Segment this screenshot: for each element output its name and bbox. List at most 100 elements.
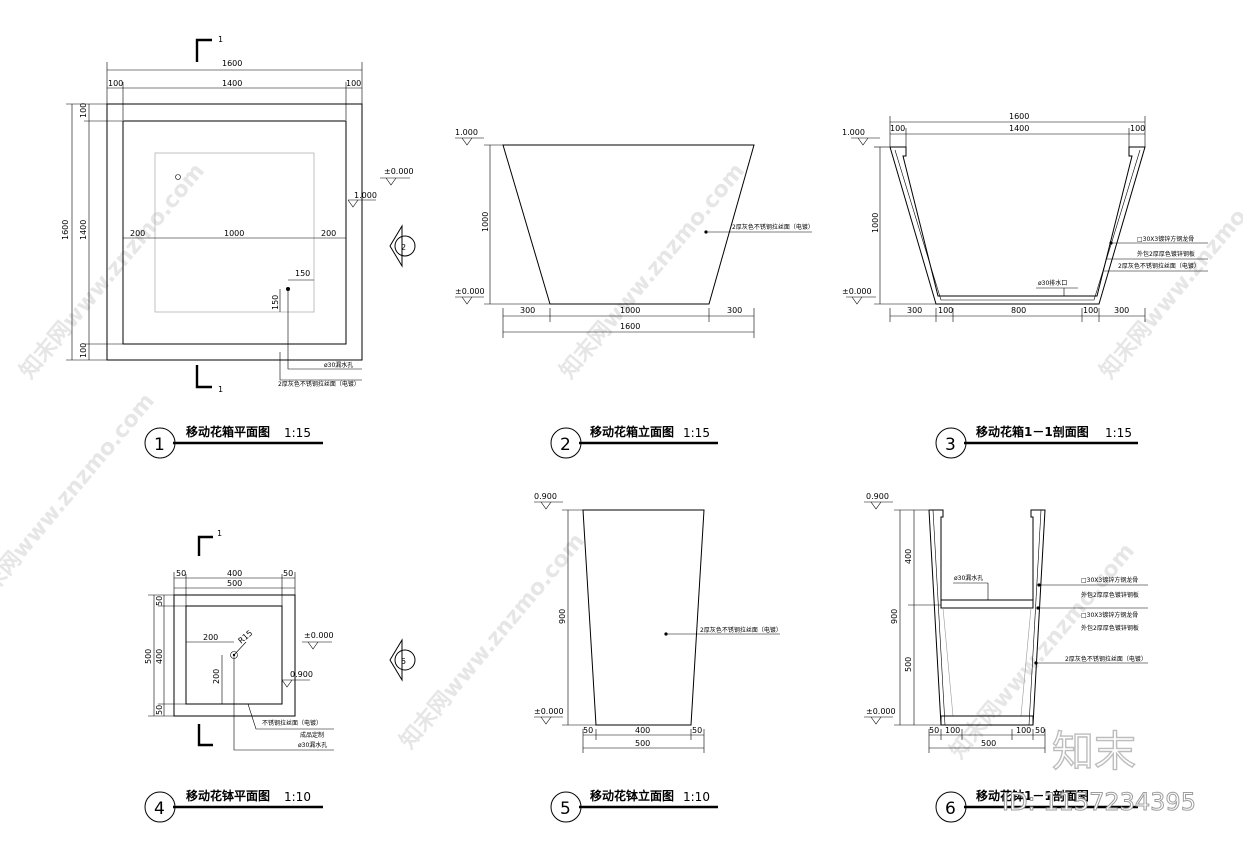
dim-mid: 800 [1011, 306, 1026, 315]
brand-name: 知末 [1052, 727, 1136, 776]
section-mark-label: 1 [218, 385, 223, 394]
pot-section [928, 509, 1046, 726]
dim-inner: 400 [635, 726, 650, 735]
dim-edge: 50 [692, 726, 702, 735]
dim-mid: 1000 [620, 306, 640, 315]
note-material: 2厚灰色不锈钢拉丝面（电镀） [1118, 262, 1200, 270]
level-ground: ±0.000 [866, 707, 896, 716]
dim-edge: 50 [583, 726, 593, 735]
section-mark [197, 724, 213, 747]
pot-outline [173, 594, 296, 717]
dim-edge: 100 [346, 79, 361, 88]
watermark: 知末网www.znzmo.com [15, 158, 210, 384]
dim-side: 300 [520, 306, 535, 315]
pot-base [940, 715, 1034, 726]
level-ground: ±0.000 [455, 287, 485, 296]
dim-edge: 100 [108, 79, 123, 88]
drawing-2-elevation: 1.000 ±0.000 1000 300 1000 300 1600 2厚灰色… [455, 128, 814, 459]
dim-total: 500 [144, 649, 153, 664]
dim-height: 1000 [871, 213, 880, 233]
planter-base [154, 152, 315, 313]
drawing-number: 2 [560, 435, 571, 455]
drawing-scale: 1:15 [1105, 426, 1132, 440]
dim-height: 1000 [481, 212, 490, 232]
drawing-title: 移动花钵立面图 [590, 788, 674, 803]
dim-inset: 100 [1016, 726, 1031, 735]
drawing-1-plan: 1600 1400 100 100 1600 1400 100 100 200 … [61, 35, 414, 459]
dim-height: 900 [558, 609, 567, 624]
dim-side: 200 [212, 669, 221, 684]
section-mark [197, 535, 213, 556]
level-top: 0.900 [290, 670, 313, 679]
dim-inner: 400 [227, 569, 242, 578]
drawing-3-section: 1.000 ±0.000 1000 1600 1400 100 100 300 … [842, 112, 1208, 459]
note-outlet: ø30排水口 [1038, 279, 1067, 287]
dim-inner: 400 [155, 649, 164, 664]
drawing-title: 移动花箱立面图 [590, 424, 674, 439]
drawing-number: 3 [945, 435, 956, 455]
dim-side: 300 [1114, 306, 1129, 315]
drawing-scale: 1:10 [683, 790, 710, 804]
dim-edge: 100 [79, 343, 88, 358]
dim-edge: 50 [155, 596, 164, 606]
dim-side: 200 [321, 229, 336, 238]
note-material: 2厚灰色不锈钢拉丝面（电镀） [700, 626, 782, 634]
dim-total: 500 [981, 739, 996, 748]
drawing-scale: 1:10 [284, 790, 311, 804]
section-mark-label: 1 [218, 35, 223, 44]
note-cladding: 外包2厚厚色镀锌钢板 [1137, 250, 1195, 258]
level-ground: ±0.000 [384, 167, 414, 176]
dim-edge: 100 [938, 306, 953, 315]
drawing-scale: 1:15 [683, 426, 710, 440]
watermark: 知末网www.znzmo.com [0, 388, 160, 614]
planter-section [889, 146, 1146, 305]
note-material: 2厚灰色不锈钢拉丝面（电镀） [1065, 655, 1147, 663]
dim-total: 1600 [1009, 112, 1029, 121]
level-top: 1.000 [354, 191, 377, 200]
dim-inner: 1400 [222, 79, 242, 88]
drawing-title: 移动花箱1－1剖面图 [976, 424, 1089, 439]
dim-edge: 100 [79, 103, 88, 118]
level-top: 1.000 [455, 128, 478, 137]
dim-edge: 100 [1083, 306, 1098, 315]
planter-outline [106, 103, 363, 361]
level-ground: ±0.000 [534, 707, 564, 716]
drawing-number: 4 [154, 799, 165, 819]
dim-hole: 150 [295, 269, 310, 278]
dim-lower: 500 [904, 657, 913, 672]
planter-elevation [502, 144, 755, 305]
dim-total: 500 [227, 579, 242, 588]
section-mark [195, 365, 212, 389]
dim-edge: 50 [176, 569, 186, 578]
inner-shelf [940, 599, 1034, 609]
level-ground: ±0.000 [842, 287, 872, 296]
section-mark-label: 1 [217, 529, 222, 538]
section-mark [195, 38, 212, 62]
note-material: 不锈钢拉丝面（电镀） [262, 719, 322, 727]
planter-inner [122, 120, 347, 345]
dim-edge: 100 [1130, 124, 1145, 133]
dim-total: 1600 [61, 220, 70, 240]
watermark: 知末网www.znzmo.com [395, 528, 590, 754]
drawing-6-section: 0.900 ±0.000 900 400 500 50 100 100 50 5… [864, 492, 1148, 823]
level-top: 1.000 [842, 128, 865, 137]
note-material: 2厚灰色不锈钢拉丝面（电镀） [278, 380, 360, 388]
dim-edge: 50 [1035, 726, 1045, 735]
note-cladding: 外包2厚厚色镀锌钢板 [1081, 591, 1139, 599]
note-cladding: 外包2厚厚色镀锌钢板 [1081, 624, 1139, 632]
drain-hole [175, 174, 181, 180]
note-frame: □30X3镀锌方钢龙骨 [1137, 235, 1194, 243]
drawing-title: 移动花钵平面图 [186, 788, 270, 803]
note-frame: □30X3镀锌方钢龙骨 [1081, 576, 1138, 584]
dim-upper: 400 [904, 549, 913, 564]
note-drain: ø30漏水孔 [954, 574, 983, 582]
dim-total: 500 [635, 739, 650, 748]
dim-inner: 1400 [1009, 124, 1029, 133]
drawing-number: 1 [154, 435, 165, 455]
drawing-5-elevation: 0.900 ±0.000 900 50 400 50 500 2厚灰色不锈钢拉丝… [534, 492, 782, 823]
level-top: 0.900 [866, 492, 889, 501]
drawing-scale: 1:15 [284, 426, 311, 440]
dim-hole: 150 [271, 295, 280, 310]
dim-total-height: 900 [890, 609, 899, 624]
